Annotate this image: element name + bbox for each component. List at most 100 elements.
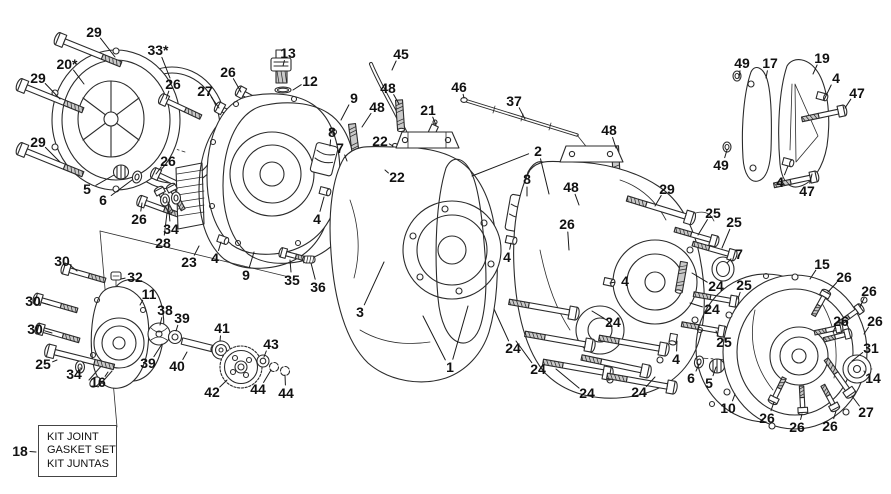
left-crankcase-half bbox=[329, 131, 502, 383]
exhaust-valve-cover-assembly bbox=[722, 59, 849, 192]
leader-line bbox=[726, 258, 732, 264]
leader-line bbox=[609, 281, 616, 284]
callout-41: 41 bbox=[214, 320, 230, 342]
leader-line bbox=[452, 305, 469, 360]
leader-line bbox=[823, 84, 832, 101]
callout-label: 6 bbox=[99, 192, 107, 208]
callout-label: 20* bbox=[56, 56, 78, 72]
leader-line bbox=[282, 60, 285, 67]
callout-label: 24 bbox=[708, 278, 724, 294]
leader-line bbox=[363, 261, 385, 306]
leader-line bbox=[165, 90, 170, 100]
callout-label: 45 bbox=[393, 46, 409, 62]
callout-2: 2 bbox=[471, 143, 550, 195]
callout-30: 30 bbox=[25, 293, 51, 309]
callout-4: 4 bbox=[313, 196, 325, 227]
callout-5: 5 bbox=[83, 174, 115, 197]
callout-8: 8 bbox=[523, 171, 531, 197]
callout-24: 24 bbox=[691, 272, 724, 294]
callout-43: 43 bbox=[263, 336, 279, 358]
callout-25: 25 bbox=[715, 330, 732, 350]
callout-label: 22 bbox=[372, 133, 388, 149]
callout-label: 41 bbox=[214, 320, 230, 336]
callout-label: 29 bbox=[30, 134, 46, 150]
leader-line bbox=[800, 413, 803, 420]
oil-filler-plug bbox=[270, 49, 292, 94]
leader-line bbox=[844, 98, 852, 109]
leader-line bbox=[310, 262, 316, 280]
callout-47: 47 bbox=[844, 85, 865, 109]
kit-line-en: GASKET SET bbox=[47, 444, 116, 457]
leader-line bbox=[591, 310, 605, 319]
callout-label: 39 bbox=[174, 310, 190, 326]
callout-label: 17 bbox=[762, 55, 778, 71]
callout-17: 17 bbox=[762, 55, 778, 79]
callout-label: 26 bbox=[789, 419, 805, 435]
leader-line bbox=[361, 112, 372, 128]
leader-line bbox=[695, 363, 700, 372]
callout-12: 12 bbox=[292, 73, 318, 91]
callout-39: 39 bbox=[174, 310, 190, 332]
leader-line bbox=[344, 154, 348, 162]
callout-label: 29 bbox=[86, 24, 102, 40]
callout-27: 27 bbox=[851, 395, 874, 420]
callout-label: 3 bbox=[356, 304, 364, 320]
callout-label: 14 bbox=[865, 370, 881, 386]
leader-line bbox=[44, 330, 53, 334]
callout-4: 4 bbox=[503, 242, 512, 265]
callout-25: 25 bbox=[736, 277, 752, 300]
callout-label: 25 bbox=[736, 277, 752, 293]
callout-label: 33* bbox=[147, 42, 169, 58]
leader-line bbox=[161, 56, 171, 79]
leader-line bbox=[110, 179, 133, 196]
callout-label: 24 bbox=[605, 314, 621, 330]
gasket-kit-box: KIT JOINT GASKET SET KIT JUNTAS bbox=[38, 425, 117, 477]
callout-label: 34 bbox=[163, 221, 179, 237]
leader-line bbox=[319, 196, 325, 212]
callout-22: 22 bbox=[384, 169, 405, 185]
callout-label: 30 bbox=[54, 253, 70, 269]
callout-label: 2 bbox=[534, 143, 542, 159]
callout-label: 37 bbox=[506, 93, 522, 109]
leader-line bbox=[555, 368, 580, 389]
leader-line bbox=[809, 173, 813, 184]
leader-line bbox=[159, 317, 163, 326]
callout-4: 4 bbox=[776, 165, 789, 190]
callout-34: 34 bbox=[66, 366, 82, 382]
leader-line bbox=[263, 369, 272, 383]
callout-label: 22 bbox=[389, 169, 405, 185]
leader-line bbox=[340, 104, 350, 121]
callout-26: 26 bbox=[220, 64, 242, 93]
callout-6: 6 bbox=[687, 363, 700, 386]
callout-24: 24 bbox=[591, 310, 621, 330]
leader-line bbox=[218, 241, 222, 251]
callout-24: 24 bbox=[689, 301, 720, 317]
callout-49: 49 bbox=[713, 149, 729, 173]
callout-label: 1 bbox=[446, 359, 454, 375]
callout-48: 48 bbox=[361, 99, 385, 128]
leader-line bbox=[44, 146, 61, 163]
callout-9: 9 bbox=[242, 251, 255, 283]
callout-16: 16 bbox=[90, 371, 109, 390]
callout-label: 5 bbox=[705, 375, 713, 391]
callout-10: 10 bbox=[720, 393, 736, 416]
water-pump-assembly bbox=[31, 261, 291, 389]
callout-label: 19 bbox=[814, 50, 830, 66]
callout-label: 8 bbox=[328, 124, 336, 140]
callout-4: 4 bbox=[609, 273, 629, 289]
callout-label: 4 bbox=[211, 250, 219, 266]
callout-26: 26 bbox=[789, 413, 805, 435]
callout-20: 20* bbox=[56, 56, 85, 85]
callout-26: 26 bbox=[131, 202, 147, 227]
leader-line bbox=[232, 78, 242, 93]
leader-line bbox=[329, 139, 332, 147]
callout-23: 23 bbox=[181, 245, 200, 270]
callout-11: 11 bbox=[139, 286, 157, 306]
callout-30: 30 bbox=[54, 253, 78, 272]
callout-label: 26 bbox=[833, 313, 849, 329]
callout-label: 46 bbox=[451, 79, 467, 95]
leader-line bbox=[193, 245, 200, 256]
callout-5: 5 bbox=[705, 366, 717, 391]
leader-line bbox=[832, 327, 836, 333]
